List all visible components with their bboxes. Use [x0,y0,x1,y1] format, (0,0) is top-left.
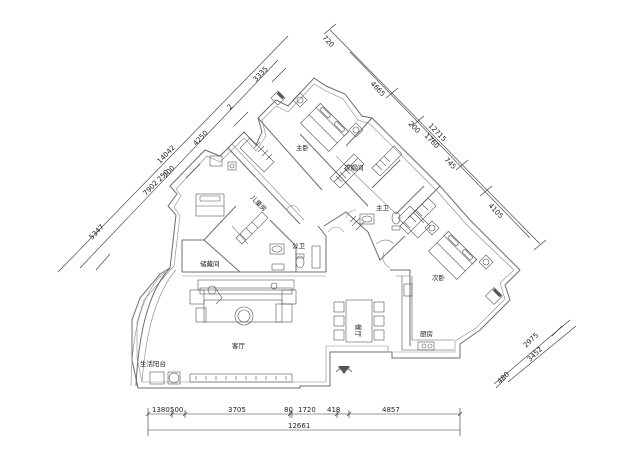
label-guest-bath: 公卫 [292,242,306,250]
child-bed [195,193,225,217]
dim-bottom-2: 500 [170,406,183,414]
dim-right-480: 480 [496,370,511,385]
master-bed [300,102,350,152]
dimension-bottom: 1380 500 3705 80 1720 418 4857 12661 [145,406,463,436]
label-child-room: 儿童房 [249,193,269,213]
dimension-right-lower: 2975 3452 480 [493,319,577,389]
guest-bath-fixtures [269,243,321,271]
room-labels: 主卧 衣帽间 主卫 次卧 儿童房 公卫 储藏间 客厅 餐厅 厨房 生活阳台 [140,143,446,368]
dim-left-14042: 14042 [156,144,177,166]
dim-bottom-5: 1720 [298,406,316,414]
interior-walls [181,117,441,346]
dim-right-720: 720 [321,34,336,49]
dim-bottom-total: 12661 [288,422,310,430]
label-second-bedroom: 次卧 [432,273,446,282]
dim-left-200: 200 [162,164,177,179]
child-room-wardrobe [239,137,275,173]
label-master-bath: 主卫 [376,203,390,212]
second-bed [428,230,478,280]
master-bath-fixtures [349,205,431,239]
dim-bottom-7: 4857 [382,406,400,414]
outer-walls [130,77,521,389]
dimension-left: 3335 2 4250 14042 7902 250 200 5347 [57,35,289,273]
label-cloakroom: 衣帽间 [344,163,364,172]
dim-left-7902: 7902 [142,179,160,197]
sofa-set [189,279,297,326]
dim-bottom-3: 3705 [228,406,246,414]
dim-right-4105: 4105 [487,202,505,220]
dim-bottom-6: 418 [327,406,340,414]
dim-bottom-4: 80 [284,406,293,414]
dim-left-2: 2 [226,103,235,112]
entrance-marker [335,366,353,374]
label-master-bedroom: 主卧 [296,143,310,152]
dim-right-200: 200 [407,120,422,135]
dim-right-4665: 4665 [369,80,387,98]
label-storage: 储藏间 [200,259,220,268]
dining-set [333,299,385,343]
dim-bottom-1: 1380 [152,406,170,414]
label-kitchen: 厨房 [420,329,433,338]
label-dining: 餐厅 [354,324,363,338]
label-balcony: 生活阳台 [140,359,166,368]
dim-left-3335: 3335 [252,65,270,83]
kitchen-counters [401,276,454,351]
cloakroom-wardrobe [329,145,403,189]
furniture [149,90,503,385]
label-living-room: 客厅 [232,341,246,350]
